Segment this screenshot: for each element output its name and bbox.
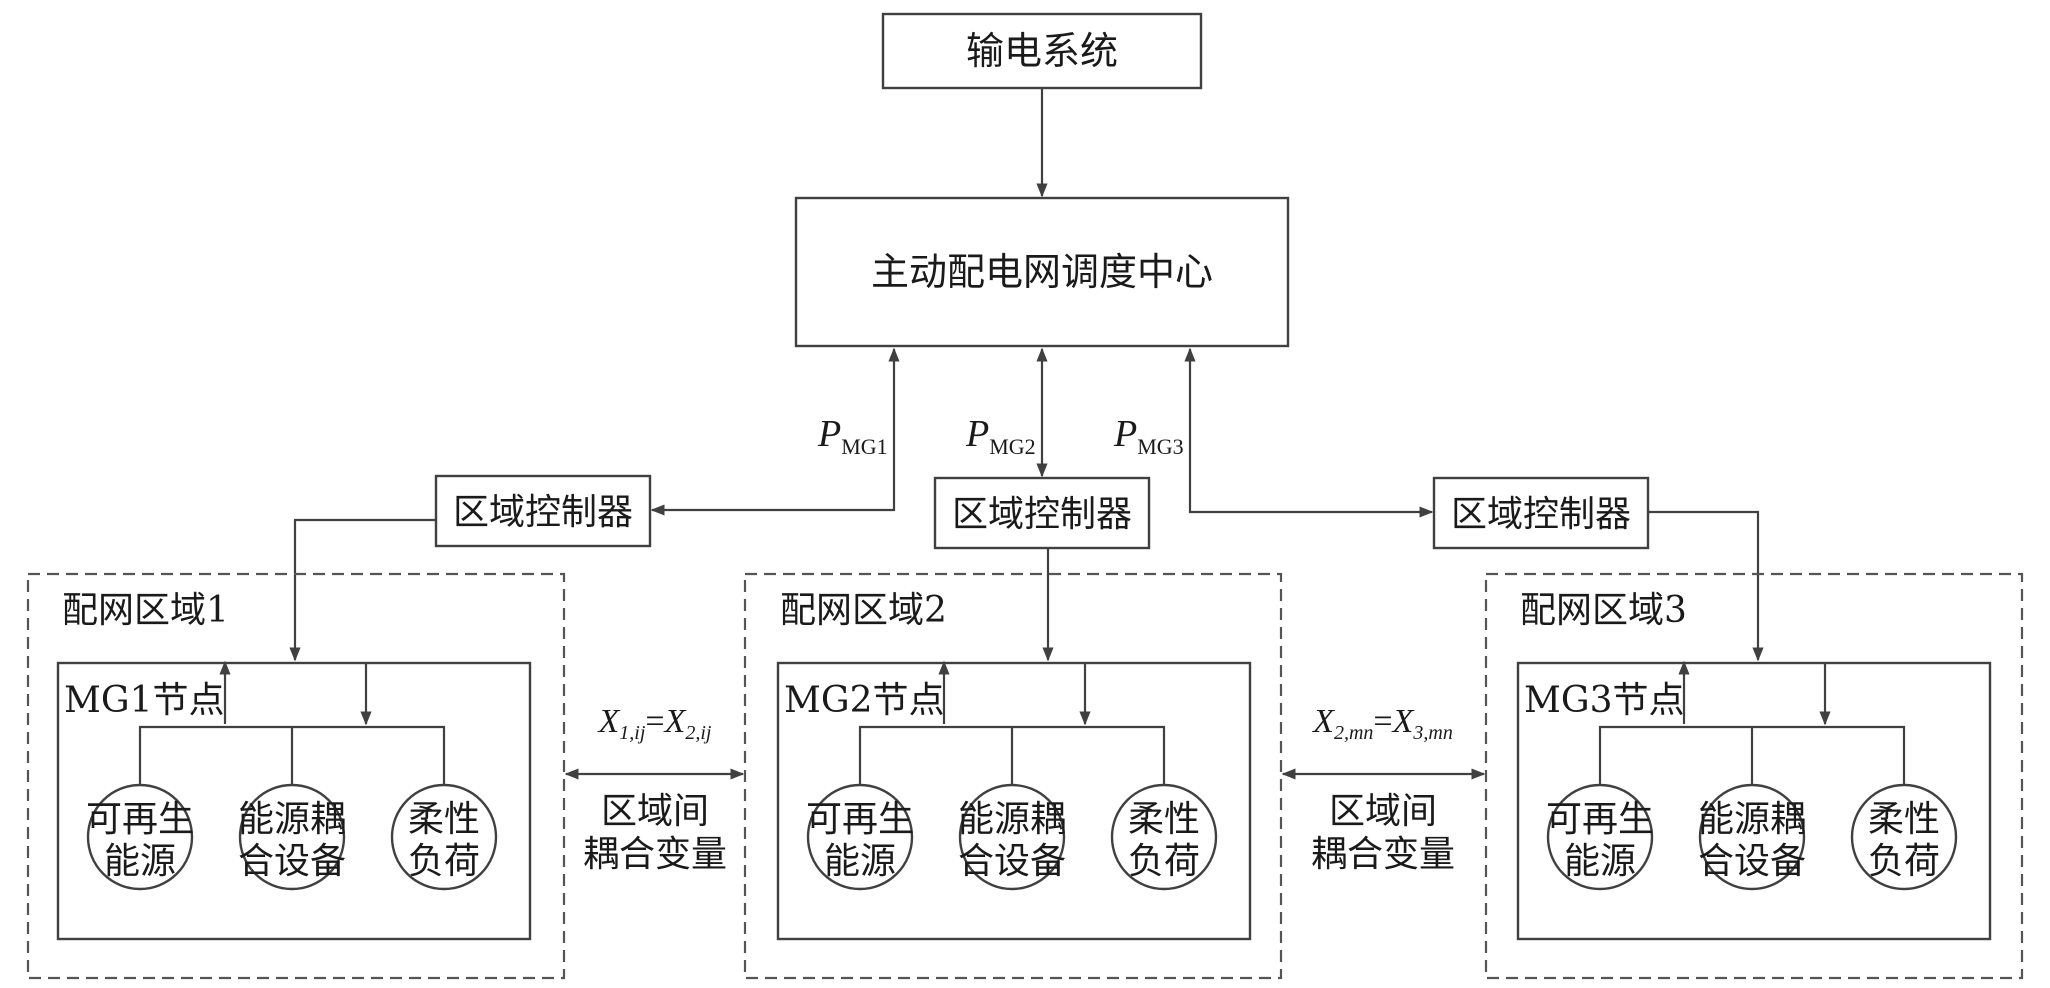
device-coupling-3-line1: 能源耦 — [1698, 799, 1806, 840]
flow-mg3-label: PMG3 — [1113, 413, 1184, 459]
coupling-1-2: X1,ij=X2,ij 区域间 耦合变量 — [564, 703, 745, 875]
region-controller-1: 区域控制器 — [434, 474, 652, 548]
distribution-region-2: 配网区域2 MG2节点 可再生 能源 能源耦 合设备 柔性 负荷 — [743, 572, 1283, 980]
coupling-1-2-label-line2: 耦合变量 — [583, 834, 727, 875]
region-controller-2: 区域控制器 — [933, 476, 1151, 550]
region-3-title: 配网区域3 — [1520, 590, 1687, 631]
coupling-2-3: X2,mn=X3,mn 区域间 耦合变量 — [1281, 703, 1486, 875]
region-2-title: 配网区域2 — [780, 590, 947, 631]
flow-mg2-label: PMG2 — [965, 413, 1036, 459]
region-controller-3: 区域控制器 — [1432, 476, 1650, 550]
dispatch-center-label: 主动配电网调度中心 — [871, 250, 1213, 294]
distribution-region-1: 配网区域1 MG1节点 可再生 能源 能源耦 合设备 柔性 负荷 — [26, 572, 566, 980]
device-flexload-1-line1: 柔性 — [408, 799, 480, 840]
region-controller-2-label: 区域控制器 — [952, 494, 1132, 535]
device-coupling-2-line1: 能源耦 — [958, 799, 1066, 840]
device-flexload-1-line2: 负荷 — [408, 841, 480, 882]
flow-mg1-label: PMG1 — [817, 413, 888, 459]
flow-mg1-path — [650, 347, 900, 516]
device-coupling-2-line2: 合设备 — [958, 841, 1066, 882]
region-controller-1-label: 区域控制器 — [453, 492, 633, 533]
flow-mg3-path — [1184, 347, 1434, 518]
coupling-1-2-label-line1: 区域间 — [601, 791, 709, 832]
device-renewable-3-line2: 能源 — [1564, 841, 1636, 882]
coupling-2-3-label-line1: 区域间 — [1329, 791, 1437, 832]
device-flexload-2-line2: 负荷 — [1128, 841, 1200, 882]
device-flexload-3-line1: 柔性 — [1868, 799, 1940, 840]
device-renewable-2-line2: 能源 — [824, 841, 896, 882]
device-coupling-1-line2: 合设备 — [238, 841, 346, 882]
device-renewable-1-line2: 能源 — [104, 841, 176, 882]
region-1-title: 配网区域1 — [62, 590, 229, 631]
device-renewable-2-line1: 可再生 — [806, 799, 914, 840]
region-controller-3-label: 区域控制器 — [1451, 494, 1631, 535]
device-renewable-1-line1: 可再生 — [86, 799, 194, 840]
mg2-node-label: MG2节点 — [784, 680, 945, 721]
device-coupling-1-line1: 能源耦 — [238, 799, 346, 840]
controller1-to-mg1-arrow — [289, 518, 436, 662]
dispatch-center-box — [794, 196, 1290, 348]
transmission-system-box — [881, 12, 1203, 90]
controller3-to-mg3-arrow — [1648, 510, 1764, 662]
mg3-node-label: MG3节点 — [1524, 680, 1685, 721]
distribution-region-3: 配网区域3 MG3节点 可再生 能源 能源耦 合设备 柔性 负荷 — [1484, 572, 2024, 980]
device-flexload-2-line1: 柔性 — [1128, 799, 1200, 840]
coupling-2-3-formula: X2,mn=X3,mn — [1311, 703, 1453, 744]
device-flexload-3-line2: 负荷 — [1868, 841, 1940, 882]
transmission-system-label: 输电系统 — [966, 29, 1118, 73]
device-renewable-3-line1: 可再生 — [1546, 799, 1654, 840]
device-coupling-3-line2: 合设备 — [1698, 841, 1806, 882]
coupling-2-3-label-line2: 耦合变量 — [1311, 834, 1455, 875]
mg1-node-label: MG1节点 — [64, 680, 225, 721]
coupling-1-2-formula: X1,ij=X2,ij — [597, 703, 712, 744]
